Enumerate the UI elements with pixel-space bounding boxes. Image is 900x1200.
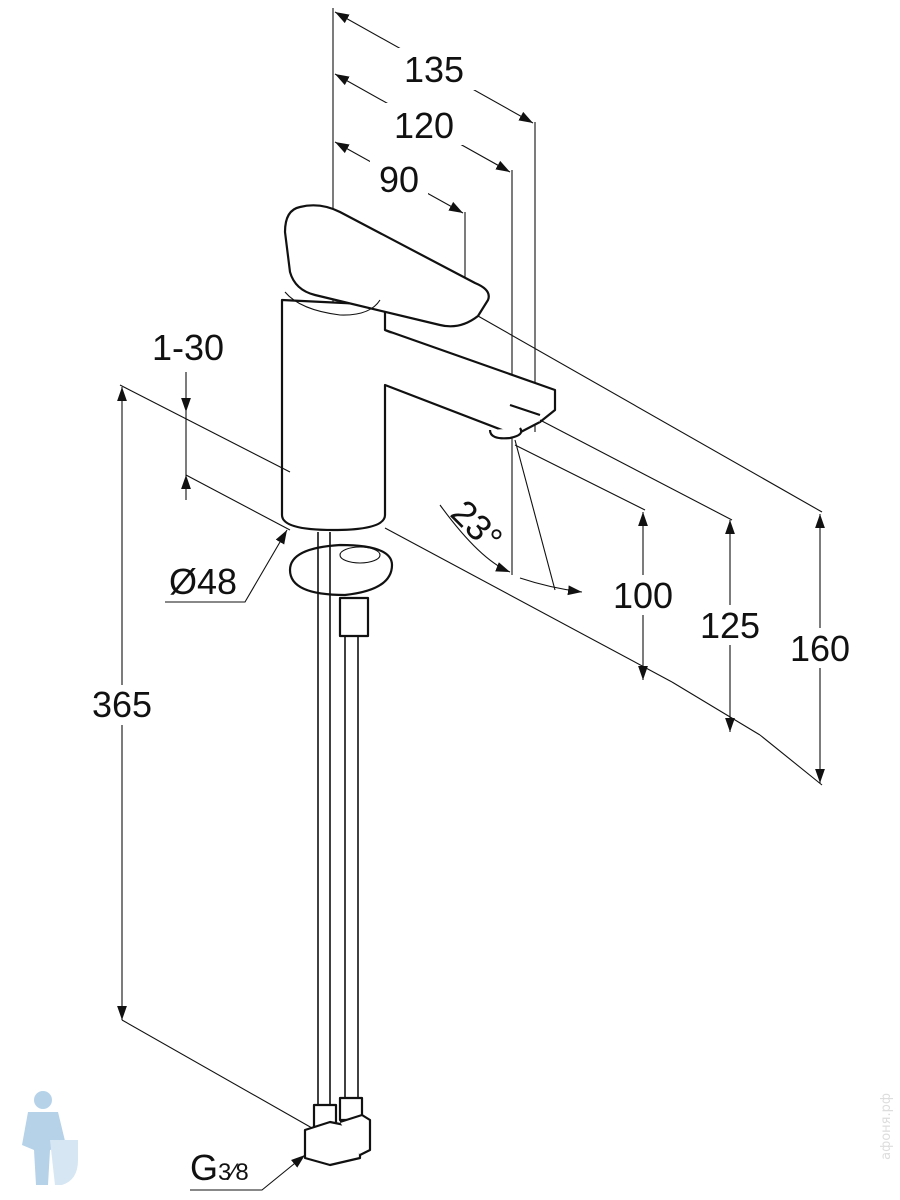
- dimension-1-30: 1-30: [152, 327, 291, 531]
- svg-text:Ø48: Ø48: [169, 561, 237, 602]
- dimension-125: 125: [539, 419, 767, 736]
- dimension-120: 120: [334, 73, 513, 575]
- svg-text:365: 365: [92, 684, 152, 725]
- svg-text:3⁄8: 3⁄8: [218, 1159, 249, 1186]
- svg-text:135: 135: [404, 49, 464, 90]
- svg-text:G: G: [190, 1147, 218, 1188]
- dimension-90: 90: [334, 141, 466, 300]
- dimension-100: 100: [384, 444, 680, 683]
- svg-text:90: 90: [379, 159, 419, 200]
- dimension-365: 365: [82, 384, 313, 1129]
- svg-text:160: 160: [790, 628, 850, 669]
- faucet: [280, 204, 557, 1167]
- dimension-160: 160: [477, 315, 857, 786]
- svg-text:23°: 23°: [443, 492, 510, 559]
- plumber-logo: [22, 1091, 78, 1185]
- svg-text:1-30: 1-30: [152, 327, 224, 368]
- dimension-diameter-48: Ø48: [165, 529, 288, 603]
- thread-label: G 3⁄8: [190, 1147, 306, 1191]
- svg-text:100: 100: [613, 575, 673, 616]
- svg-text:125: 125: [700, 605, 760, 646]
- watermark: афоня.рф: [879, 1093, 894, 1160]
- svg-text:120: 120: [394, 105, 454, 146]
